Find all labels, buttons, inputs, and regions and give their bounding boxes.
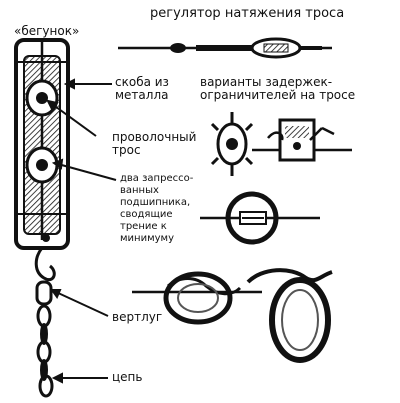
runner-rivet [42,234,50,242]
label-swivel: вертлуг [112,310,163,324]
pointer-arrows [46,78,117,384]
stopper-variant-clamp-a [210,112,254,176]
label-stopper-variants: варианты задержек- ограничителей на трос… [200,75,356,102]
label-runner: «бегунок» [14,24,80,38]
label-chain: цепь [112,370,143,384]
runner-assembly [14,38,70,281]
label-steel-wire: проволочный трос [112,130,197,157]
stopper-variant-ring-c [246,268,333,363]
chain-link [40,323,48,345]
stopper-variant-clamp-b [252,118,352,162]
swivel [35,280,53,306]
swivel-and-chain [35,280,54,398]
label-metal-bracket: скоба из металла [115,75,169,102]
label-tension-regulator: регулятор натяжения троса [150,6,345,21]
runner-hook [34,247,56,281]
chain-link [38,374,54,398]
stopper-variant-ring-b [132,271,262,325]
stopper-variant-ring-a [200,191,320,245]
label-bearings: два запрессо- ванных подшипника, сводящи… [120,173,194,244]
tension-regulator [118,37,332,59]
